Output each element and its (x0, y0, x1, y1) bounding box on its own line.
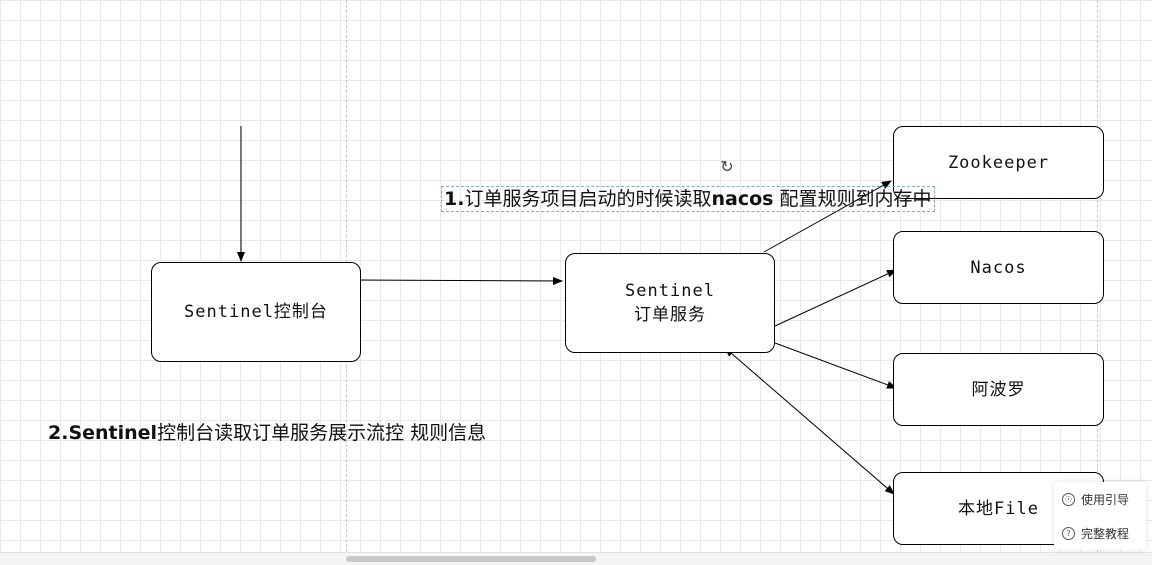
node-apollo[interactable]: 阿波罗 (893, 353, 1104, 426)
horizontal-scrollbar[interactable] (0, 552, 1152, 565)
edge-order-service-to-nacos[interactable] (774, 269, 897, 327)
edge-order-service-to-apollo[interactable] (774, 342, 897, 389)
annotation-step-2[interactable]: 2.Sentinel控制台读取订单服务展示流控 规则信息 (48, 420, 486, 446)
annotation-step-1[interactable]: 1.订单服务项目启动的时候读取nacos 配置规则到内存中 (441, 186, 935, 212)
node-order-service[interactable]: Sentinel 订单服务 (565, 253, 775, 353)
rotate-icon[interactable]: ↻ (720, 157, 734, 176)
node-zookeeper[interactable]: Zookeeper (893, 126, 1104, 199)
guide-label: 使用引导 (1081, 492, 1130, 507)
annotation-bold: nacos (711, 188, 774, 210)
edge-order-service-to-local-file[interactable] (724, 347, 895, 495)
annotation-lead: 2.Sentinel (48, 422, 158, 444)
question-icon: ? (1062, 526, 1075, 540)
node-label: Nacos (970, 257, 1027, 278)
node-label: 阿波罗 (971, 379, 1026, 400)
help-panel: ☉ 使用引导 ? 完整教程 (1054, 482, 1146, 550)
node-sentinel-console[interactable]: Sentinel控制台 (151, 262, 361, 362)
guide-link[interactable]: ☉ 使用引导 (1054, 482, 1146, 516)
node-label: 本地File (958, 498, 1039, 519)
edge-console-to-order-service[interactable] (360, 276, 563, 285)
annotation-tail: 配置规则到内存中 (773, 188, 932, 210)
node-label: Sentinel控制台 (184, 302, 328, 322)
node-nacos[interactable]: Nacos (893, 231, 1104, 304)
tutorial-link[interactable]: ? 完整教程 (1054, 516, 1146, 550)
node-label: Sentinel (625, 281, 715, 301)
node-label: Zookeeper (947, 152, 1050, 173)
edge-order-service-to-zookeeper[interactable] (763, 180, 892, 253)
annotation-text: 订单服务项目启动的时候读取 (464, 188, 712, 210)
node-label: 订单服务 (634, 305, 706, 325)
scrollbar-thumb[interactable] (346, 556, 596, 562)
annotation-text: 控制台读取订单服务展示流控 规则信息 (157, 422, 487, 444)
tutorial-label: 完整教程 (1081, 526, 1130, 541)
compass-icon: ☉ (1062, 492, 1075, 506)
annotation-lead: 1. (444, 188, 465, 210)
